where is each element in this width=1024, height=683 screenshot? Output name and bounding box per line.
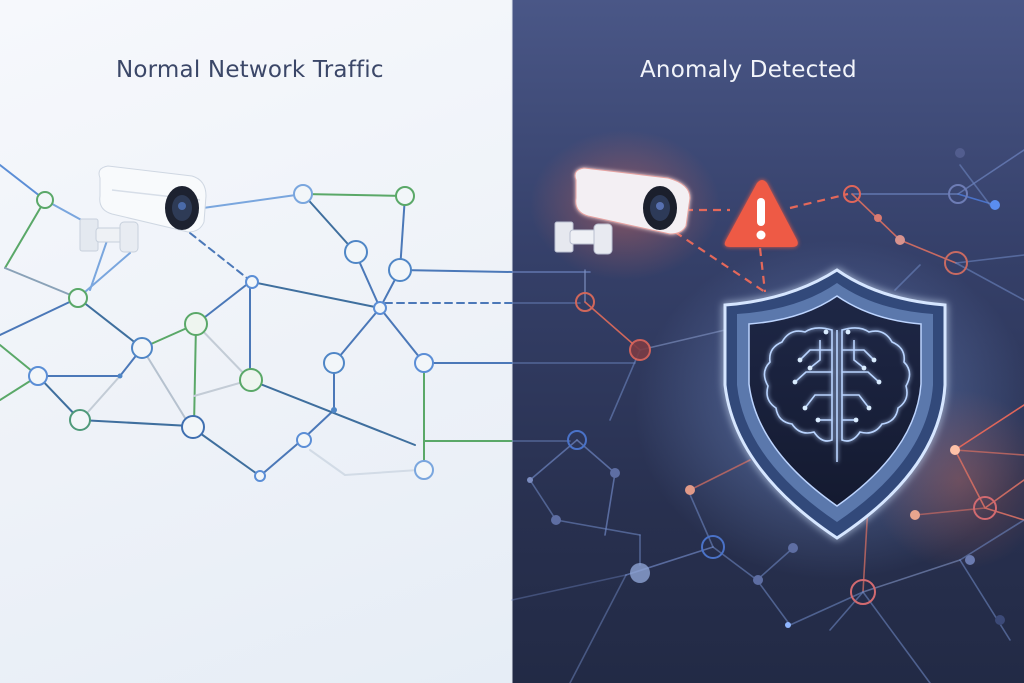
security-camera-icon xyxy=(79,165,207,253)
warning-triangle-icon xyxy=(724,180,798,247)
anomaly-detected-title: Anomaly Detected xyxy=(640,57,857,83)
normal-traffic-panel xyxy=(0,0,512,683)
brain-circuit-nodes xyxy=(792,329,882,423)
panel-divider xyxy=(511,0,513,683)
shield-icon xyxy=(723,268,947,540)
security-camera-icon xyxy=(554,167,691,255)
ai-brain-circuit-icon xyxy=(763,327,911,462)
normal-traffic-title: Normal Network Traffic xyxy=(116,57,384,83)
